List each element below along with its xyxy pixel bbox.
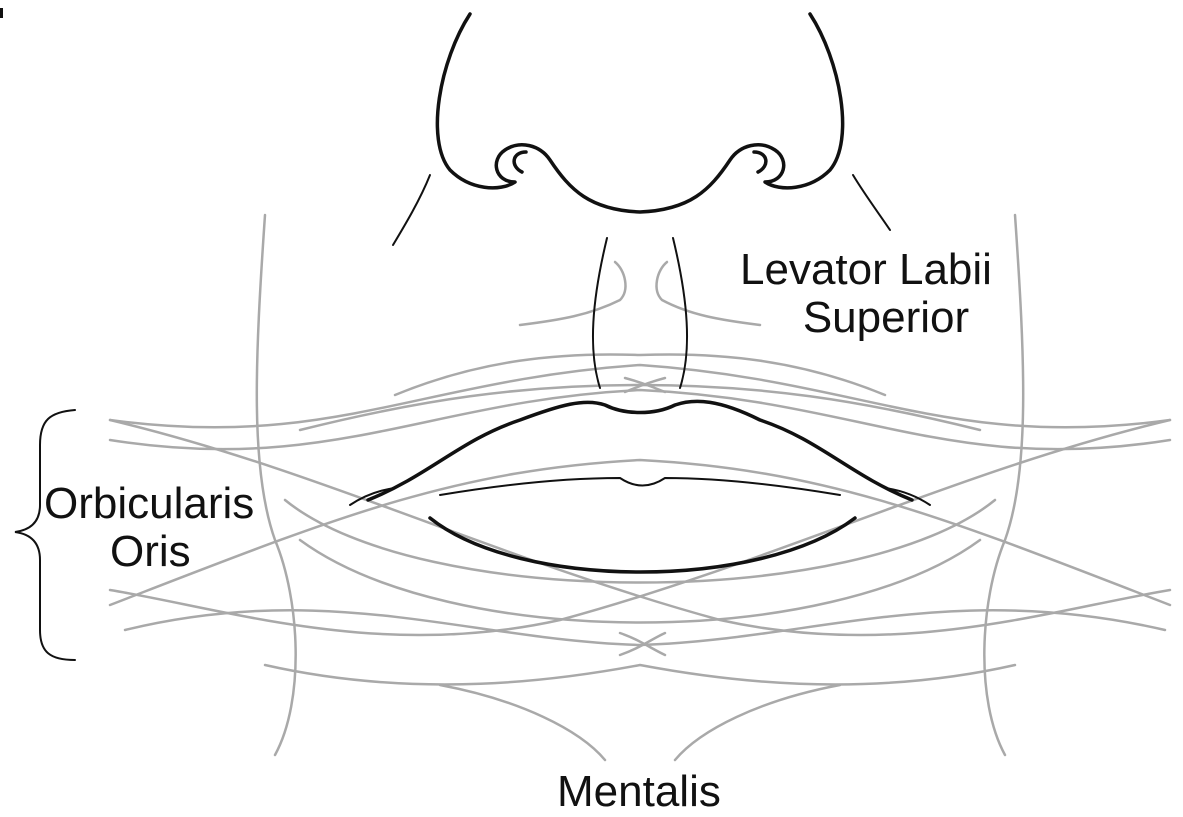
label-orbicularis-line1: Orbicularis (44, 480, 254, 528)
levator-pointer-line (853, 175, 890, 230)
nostril-left (514, 152, 526, 172)
orbicularis-lower-arc-4 (265, 665, 1015, 684)
label-orbicularis-line2: Oris (44, 528, 254, 576)
orbicularis-upper-arc-1 (110, 365, 1170, 427)
philtrum-line-right (673, 238, 687, 388)
orbicularis-cross-2 (110, 420, 1170, 635)
mentalis-strand-right (675, 685, 840, 760)
orbicularis-lower-arc-3 (125, 610, 1165, 645)
label-orbicularis-oris: Orbicularis Oris (44, 480, 254, 577)
label-levator-line1: Levator Labii (740, 246, 992, 294)
levator-strand-left (520, 262, 625, 325)
nose-outline (437, 14, 842, 212)
label-levator-line2: Superior (740, 294, 992, 342)
label-levator-labii-superior: Levator Labii Superior (740, 246, 992, 343)
lip-parting-line (440, 478, 840, 495)
muscle-lines (110, 215, 1170, 760)
label-mentalis: Mentalis (557, 768, 721, 816)
orbicularis-upper-arc-2 (110, 390, 1170, 449)
mentalis-strand-left (440, 685, 605, 760)
orbicularis-lower-arc-1 (285, 500, 995, 583)
cheek-crease-left (393, 175, 430, 245)
orbicularis-cross-1 (110, 420, 1170, 635)
corner-mark (0, 8, 3, 18)
philtrum-line-left (593, 238, 607, 388)
face-contour-left (257, 215, 296, 755)
nostril-right (754, 152, 766, 172)
